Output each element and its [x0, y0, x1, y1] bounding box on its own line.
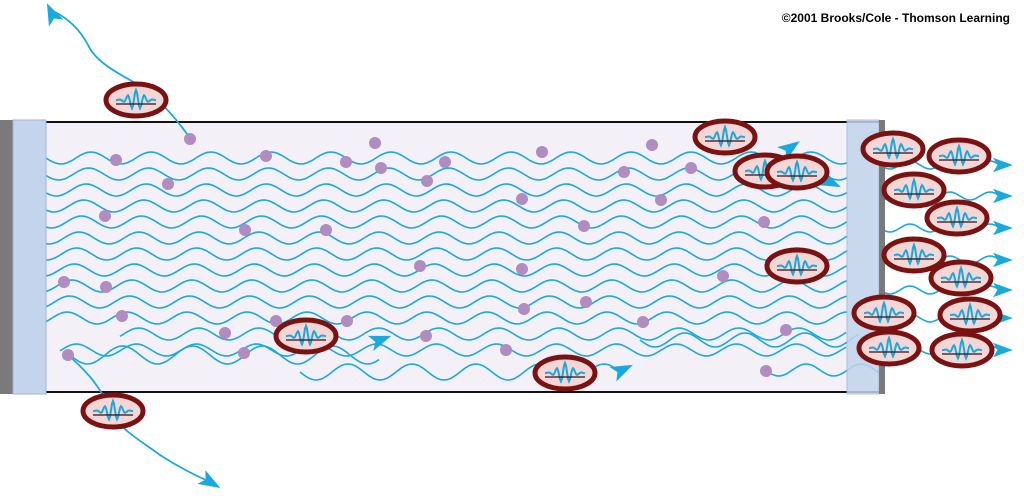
atom-dot-icon [516, 193, 528, 205]
arrowhead-icon [993, 220, 1013, 236]
photon-packet-icon [532, 354, 598, 392]
arrowhead-icon [197, 470, 225, 495]
escaping-photon-icon [80, 392, 146, 430]
atom-dot-icon [116, 310, 128, 322]
atom-dot-icon [340, 156, 352, 168]
output-photon-icon [928, 259, 994, 297]
photon-packet-icon [692, 118, 758, 156]
wave-line [45, 295, 848, 309]
atom-dot-icon [685, 162, 697, 174]
atom-dot-icon [58, 276, 70, 288]
atom-dot-icon [110, 154, 122, 166]
atom-dot-icon [518, 303, 530, 315]
atom-dot-icon [580, 296, 592, 308]
atom-dot-icon [184, 133, 196, 145]
wave-line [45, 231, 848, 245]
atom-dot-icon [219, 327, 231, 339]
wave-line [45, 151, 848, 165]
atom-dot-icon [578, 220, 590, 232]
atom-dot-icon [239, 224, 251, 236]
escape-path-top [54, 11, 191, 139]
atom-dot-icon [516, 263, 528, 275]
wave-line [45, 311, 848, 325]
output-photon-icon [851, 294, 917, 332]
atom-dot-icon [420, 330, 432, 342]
left-mirror-glass [12, 119, 47, 395]
output-photon-icon [926, 137, 992, 175]
wave-line [45, 247, 848, 261]
output-photon-icon [881, 236, 947, 274]
escape-path-bottom [67, 354, 211, 483]
atom-dot-icon [500, 344, 512, 356]
wave-line [45, 279, 848, 293]
atom-dot-icon [717, 270, 729, 282]
copyright-credit: ©2001 Brooks/Cole - Thomson Learning [781, 11, 1010, 25]
atom-dot-icon [760, 365, 772, 377]
atom-dot-icon [62, 349, 74, 361]
output-photon-icon [937, 296, 1003, 334]
wave-line [119, 327, 847, 341]
photon-packet-icon [764, 247, 830, 285]
atom-dot-icon [421, 175, 433, 187]
left-mirror-backing [0, 120, 13, 394]
atom-dot-icon [618, 166, 630, 178]
wave-line [45, 263, 848, 277]
atom-dot-icon [414, 260, 426, 272]
wave-line [45, 183, 848, 197]
excited-atoms [58, 133, 792, 377]
stray-wave [639, 332, 860, 348]
atom-dot-icon [637, 316, 649, 328]
wave-line [59, 343, 847, 357]
atom-dot-icon [369, 137, 381, 149]
atom-dot-icon [439, 156, 451, 168]
output-photon-icon [881, 171, 947, 209]
output-photon-icon [924, 199, 990, 237]
photon-packet-icon [273, 317, 339, 355]
atom-dot-icon [780, 324, 792, 336]
wave-line [45, 167, 848, 181]
left-mirror [0, 119, 47, 395]
arrowhead-icon [993, 188, 1013, 204]
escaping-photon-icon [103, 81, 169, 119]
output-photon-icon [856, 329, 922, 367]
atom-dot-icon [270, 315, 282, 327]
atom-dot-icon [162, 178, 174, 190]
photon-packets [80, 81, 1003, 430]
arrowhead-icon [993, 252, 1013, 268]
atom-dot-icon [646, 139, 658, 151]
photon-packet-icon [764, 153, 830, 191]
output-photon-icon [929, 331, 995, 369]
atom-dot-icon [99, 210, 111, 222]
arrowhead-icon [993, 342, 1013, 358]
atom-dot-icon [375, 162, 387, 174]
atom-dot-icon [238, 347, 250, 359]
atom-dot-icon [100, 281, 112, 293]
wave-line [45, 199, 848, 213]
arrowhead-icon [993, 157, 1013, 173]
atom-dot-icon [758, 216, 770, 228]
arrowhead-icon [39, 0, 64, 27]
atom-dot-icon [260, 150, 272, 162]
atom-dot-icon [341, 315, 353, 327]
arrowhead-icon [993, 282, 1013, 298]
output-photon-icon [860, 130, 926, 168]
atom-dot-icon [536, 146, 548, 158]
atom-dot-icon [320, 224, 332, 236]
atom-dot-icon [655, 194, 667, 206]
wave-line [45, 215, 848, 229]
